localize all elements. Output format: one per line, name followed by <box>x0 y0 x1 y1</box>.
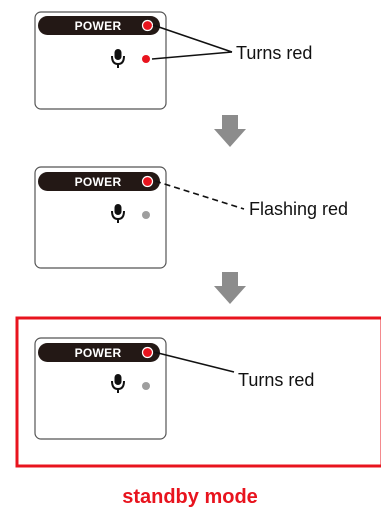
callout-text: Flashing red <box>249 199 348 219</box>
callout-line-dashed <box>154 180 245 210</box>
step-1: POWER Turns red <box>34 11 312 110</box>
standby-caption: standby mode <box>122 486 258 508</box>
device-panel <box>34 166 167 269</box>
mic-led <box>142 382 150 390</box>
device-panel <box>34 337 167 440</box>
mic-led <box>142 211 150 219</box>
power-led <box>141 175 154 188</box>
power-label-bg <box>38 172 160 191</box>
device-panel <box>34 11 167 110</box>
microphone-icon <box>111 374 125 393</box>
down-arrow-icon <box>214 115 246 147</box>
power-label-bg <box>38 343 160 362</box>
callout-line <box>152 24 233 53</box>
callout-line <box>151 51 233 60</box>
step-2: POWER Flashing red <box>34 166 348 269</box>
power-led <box>141 19 154 32</box>
standby-highlight-frame <box>15 316 381 468</box>
mic-led <box>142 55 150 63</box>
microphone-icon <box>111 49 125 68</box>
power-label-bg <box>38 16 160 35</box>
power-label: POWER <box>75 19 122 33</box>
step-3: POWER Turns red <box>34 337 314 440</box>
callout-line <box>153 351 235 373</box>
down-arrow-icon <box>214 272 246 304</box>
callout-text: Turns red <box>238 370 314 390</box>
power-led <box>141 346 154 359</box>
power-label: POWER <box>75 175 122 189</box>
callout-text: Turns red <box>236 43 312 63</box>
power-label: POWER <box>75 346 122 360</box>
microphone-icon <box>111 204 125 223</box>
